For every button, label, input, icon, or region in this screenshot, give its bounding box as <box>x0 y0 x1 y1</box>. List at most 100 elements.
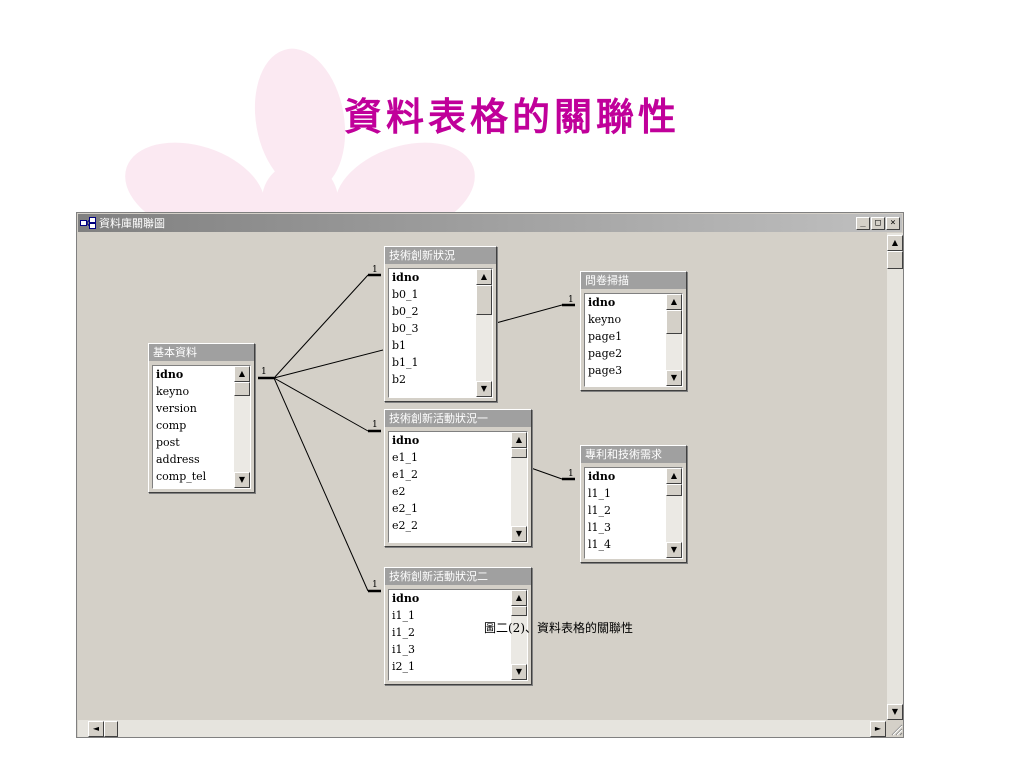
table-survey-scan[interactable]: 問卷掃描 idno keyno page1 page2 page3 ▲ ▼ <box>580 271 687 391</box>
field-item[interactable]: b2 <box>392 373 407 386</box>
field-list[interactable]: idno l1_1 l1_2 l1_3 l1_4 ▲ ▼ <box>584 467 683 559</box>
field-item[interactable]: post <box>156 436 180 449</box>
scroll-left-arrow-icon[interactable]: ◄ <box>88 721 104 737</box>
table-patent[interactable]: 專利和技術需求 idno l1_1 l1_2 l1_3 l1_4 ▲ ▼ <box>580 445 687 563</box>
scroll-up-arrow-icon[interactable]: ▲ <box>511 590 527 606</box>
field-item[interactable]: i1_2 <box>392 626 416 639</box>
field-item[interactable]: idno <box>588 296 616 309</box>
relationship-cardinality-one: 1 <box>568 469 574 479</box>
field-item[interactable]: address <box>156 453 200 466</box>
horizontal-scroll-thumb[interactable] <box>104 721 118 737</box>
field-list-scrollbar[interactable]: ▲ ▼ <box>234 366 250 488</box>
scroll-down-arrow-icon[interactable]: ▼ <box>476 381 492 397</box>
scroll-up-arrow-icon[interactable]: ▲ <box>887 235 903 251</box>
field-item[interactable]: e2 <box>392 485 406 498</box>
field-list-scrollbar[interactable]: ▲ ▼ <box>476 269 492 397</box>
field-item[interactable]: page3 <box>588 364 623 377</box>
slide-title: 資料表格的關聯性 <box>343 94 680 139</box>
diagram-icon <box>80 217 96 229</box>
field-item[interactable]: idno <box>392 434 420 447</box>
field-item[interactable]: e2_1 <box>392 502 419 515</box>
field-item[interactable]: keyno <box>588 313 622 326</box>
field-item[interactable]: i1_3 <box>392 643 416 656</box>
field-list[interactable]: idno keyno page1 page2 page3 ▲ ▼ <box>584 293 683 387</box>
field-list[interactable]: idno keyno version comp post address com… <box>152 365 251 489</box>
scroll-up-arrow-icon[interactable]: ▲ <box>666 294 682 310</box>
scroll-up-arrow-icon[interactable]: ▲ <box>666 468 682 484</box>
field-item[interactable]: i2_1 <box>392 660 416 673</box>
field-item[interactable]: version <box>156 402 197 415</box>
scroll-up-arrow-icon[interactable]: ▲ <box>511 432 527 448</box>
scroll-down-arrow-icon[interactable]: ▼ <box>666 370 682 386</box>
scroll-thumb[interactable] <box>476 285 492 315</box>
table-title[interactable]: 技術創新活動狀況一 <box>385 410 531 427</box>
table-activity-1[interactable]: 技術創新活動狀況一 idno e1_1 e1_2 e2 e2_1 e2_2 ▲ … <box>384 409 532 547</box>
scroll-down-arrow-icon[interactable]: ▼ <box>511 526 527 542</box>
scroll-thumb[interactable] <box>511 448 527 458</box>
field-item[interactable]: page1 <box>588 330 623 343</box>
scroll-down-arrow-icon[interactable]: ▼ <box>666 542 682 558</box>
vertical-scrollbar[interactable]: ▲ ▼ <box>887 233 903 720</box>
scroll-thumb[interactable] <box>234 382 250 396</box>
field-item[interactable]: b1_1 <box>392 356 419 369</box>
table-title[interactable]: 基本資料 <box>149 344 254 361</box>
field-item[interactable]: l1_3 <box>588 521 612 534</box>
field-item[interactable]: idno <box>588 470 616 483</box>
field-list[interactable]: idno i1_1 i1_2 i1_3 i2_1 ▲ ▼ <box>388 589 528 681</box>
field-item[interactable]: b0_2 <box>392 305 419 318</box>
field-item[interactable]: l1_1 <box>588 487 612 500</box>
field-item[interactable]: comp_tel <box>156 470 207 483</box>
maximize-button[interactable]: □ <box>871 216 885 230</box>
horizontal-scrollbar[interactable]: ◄ ► <box>78 720 886 737</box>
field-item[interactable]: l1_2 <box>588 504 612 517</box>
relationship-lines <box>258 273 575 593</box>
window-titlebar[interactable]: 資料庫關聯圖 _ □ × <box>78 214 902 232</box>
field-item[interactable]: comp <box>156 419 187 432</box>
table-title[interactable]: 技術創新活動狀況二 <box>385 568 531 585</box>
field-list-scrollbar[interactable]: ▲ ▼ <box>666 294 682 386</box>
field-item[interactable]: b0_3 <box>392 322 419 335</box>
scroll-thumb[interactable] <box>511 606 527 616</box>
scroll-up-arrow-icon[interactable]: ▲ <box>234 366 250 382</box>
scroll-down-arrow-icon[interactable]: ▼ <box>887 704 903 720</box>
scroll-thumb[interactable] <box>666 484 682 496</box>
relationship-line <box>530 467 563 480</box>
relationship-cardinality-one: 1 <box>261 367 267 377</box>
field-item[interactable]: e2_2 <box>392 519 419 532</box>
table-title[interactable]: 問卷掃描 <box>581 272 686 289</box>
vertical-scroll-thumb[interactable] <box>887 251 903 269</box>
size-grip-icon[interactable] <box>887 720 903 737</box>
field-list-scrollbar[interactable]: ▲ ▼ <box>511 432 527 542</box>
field-item[interactable]: idno <box>156 368 184 381</box>
table-title[interactable]: 技術創新狀況 <box>385 247 496 264</box>
field-list-scrollbar[interactable]: ▲ ▼ <box>511 590 527 680</box>
scroll-down-arrow-icon[interactable]: ▼ <box>511 664 527 680</box>
field-item[interactable]: keyno <box>156 385 190 398</box>
scroll-right-arrow-icon[interactable]: ► <box>870 721 886 737</box>
field-item[interactable]: b1 <box>392 339 407 352</box>
diagram-canvas: 1 1 1 1 1 1 基本資料 idno keyno version comp… <box>78 233 886 720</box>
field-item[interactable]: e1_2 <box>392 468 419 481</box>
minimize-button[interactable]: _ <box>856 216 870 230</box>
field-item[interactable]: e1_1 <box>392 451 419 464</box>
field-item[interactable]: idno <box>392 592 420 605</box>
scroll-up-arrow-icon[interactable]: ▲ <box>476 269 492 285</box>
field-item[interactable]: idno <box>392 271 420 284</box>
field-list[interactable]: idno b0_1 b0_2 b0_3 b1 b1_1 b2 ▲ ▼ <box>388 268 493 398</box>
field-item[interactable]: l1_4 <box>588 538 612 551</box>
table-basic[interactable]: 基本資料 idno keyno version comp post addres… <box>148 343 255 493</box>
table-activity-2[interactable]: 技術創新活動狀況二 idno i1_1 i1_2 i1_3 i2_1 ▲ ▼ <box>384 567 532 685</box>
scroll-thumb[interactable] <box>666 310 682 334</box>
field-item[interactable]: i1_1 <box>392 609 416 622</box>
relationship-cardinality-one: 1 <box>568 295 574 305</box>
field-item[interactable]: page2 <box>588 347 623 360</box>
table-tech-innovation[interactable]: 技術創新狀況 idno b0_1 b0_2 b0_3 b1 b1_1 b2 ▲ … <box>384 246 497 402</box>
close-button[interactable]: × <box>886 216 900 230</box>
window-title: 資料庫關聯圖 <box>99 217 165 230</box>
field-item[interactable]: b0_1 <box>392 288 419 301</box>
relationship-line <box>273 349 384 379</box>
field-list-scrollbar[interactable]: ▲ ▼ <box>666 468 682 558</box>
table-title[interactable]: 專利和技術需求 <box>581 446 686 463</box>
field-list[interactable]: idno e1_1 e1_2 e2 e2_1 e2_2 ▲ ▼ <box>388 431 528 543</box>
scroll-down-arrow-icon[interactable]: ▼ <box>234 472 250 488</box>
